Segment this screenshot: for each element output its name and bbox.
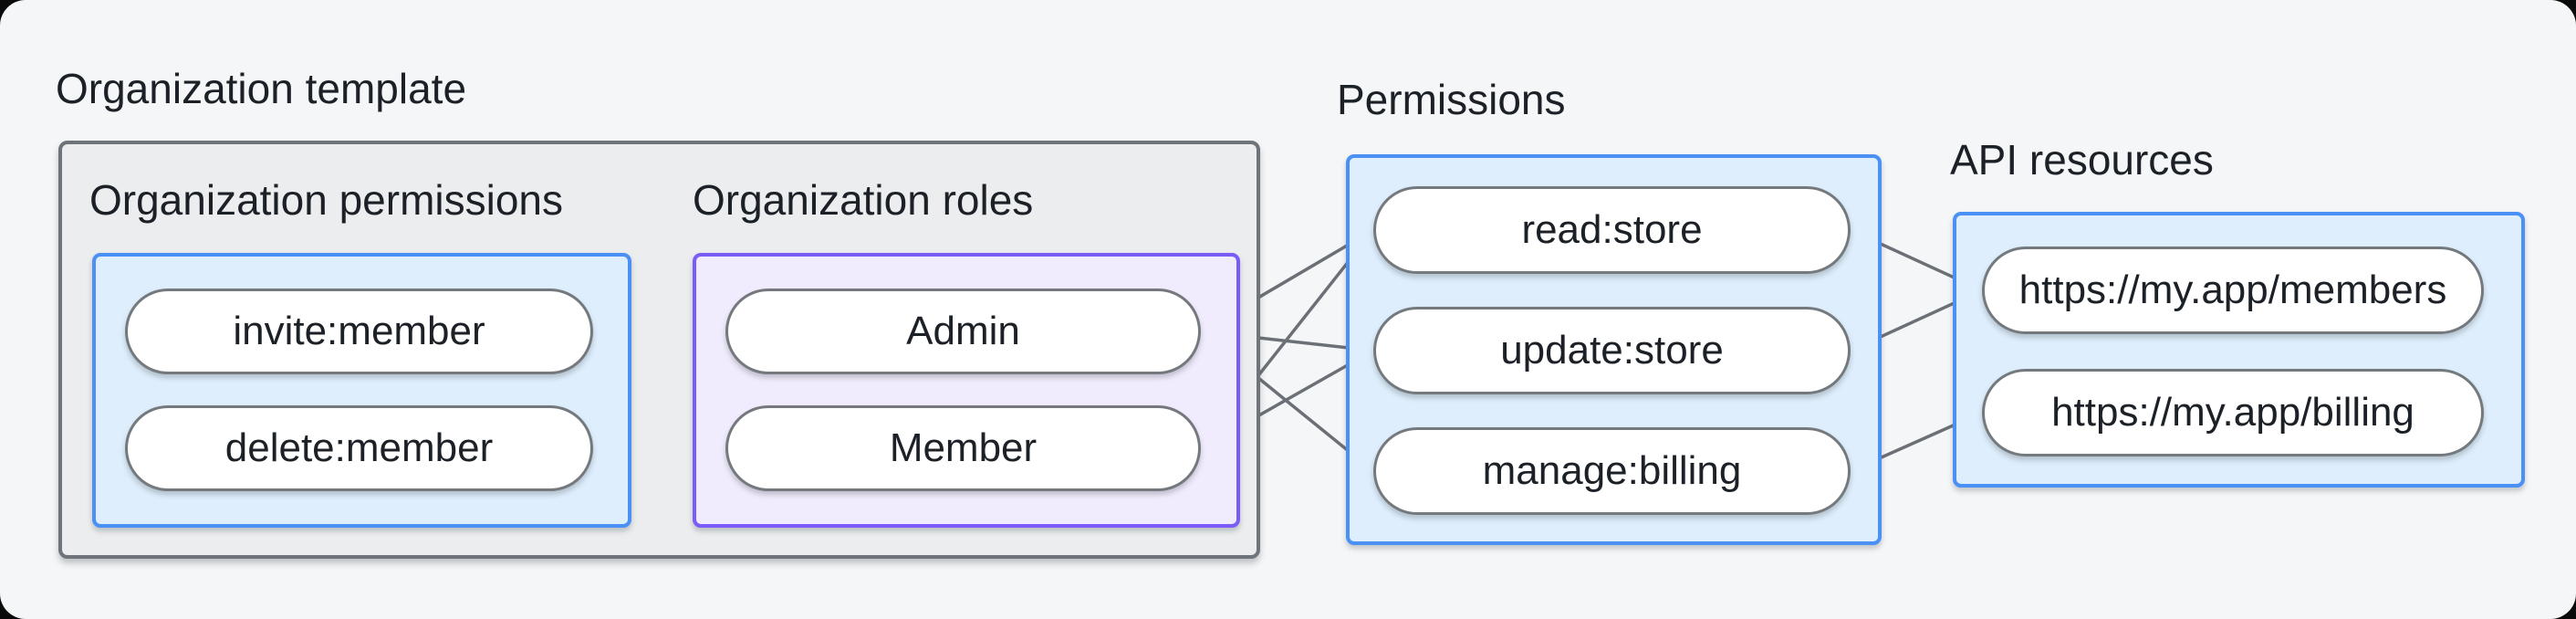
api-resources-label: API resources (1950, 136, 2214, 184)
node-manage-billing: manage:billing (1373, 427, 1851, 515)
diagram-title: Organization template (56, 65, 467, 112)
node-invite-member: invite:member (125, 289, 593, 374)
node-update-store: update:store (1373, 307, 1851, 394)
organization-permissions-label: Organization permissions (89, 176, 564, 224)
permissions-label: Permissions (1337, 76, 1566, 123)
node-delete-member: delete:member (125, 405, 593, 491)
node-admin: Admin (725, 289, 1201, 374)
node-members-url: https://my.app/members (1982, 247, 2484, 334)
node-read-store: read:store (1373, 186, 1851, 274)
organization-roles-label: Organization roles (693, 176, 1034, 224)
node-billing-url: https://my.app/billing (1982, 369, 2484, 456)
node-member: Member (725, 405, 1201, 491)
